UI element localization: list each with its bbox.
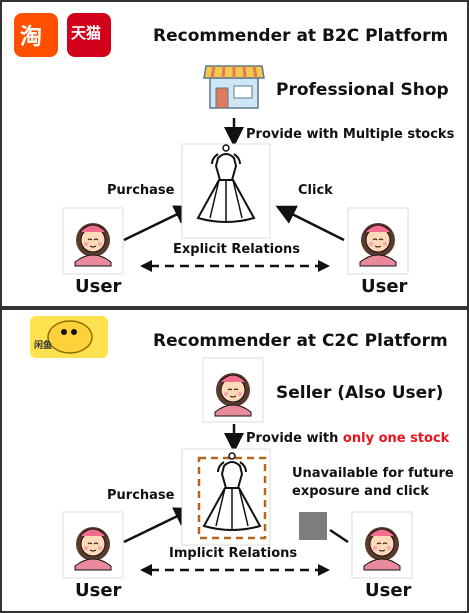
c2c-single-stock-frame	[197, 456, 267, 540]
c2c-panel	[0, 308, 469, 613]
c2c-relation-arrow-right	[318, 564, 330, 576]
c2c-user-right-label: User	[365, 580, 412, 601]
c2c-user-left-label: User	[75, 580, 122, 601]
xianyu-fish-icon	[47, 320, 93, 354]
c2c-relation-arrow-left	[140, 564, 152, 576]
taobao-logo-text: 淘	[20, 25, 43, 50]
b2c-purchase-label: Purchase	[107, 183, 175, 198]
unavailable-line-2: exposure and click	[292, 484, 430, 499]
seller-avatar	[214, 372, 252, 417]
b2c-user-right-avatar	[359, 222, 397, 267]
xianyu-logo-text: 闲鱼	[34, 341, 53, 351]
b2c-user-left-avatar	[74, 222, 112, 267]
b2c-relation-arrow-right	[318, 260, 330, 272]
c2c-purchase-arrow	[123, 507, 195, 544]
b2c-user-left-label: User	[75, 276, 122, 297]
c2c-title: Recommender at C2C Platform	[153, 331, 448, 351]
b2c-user-right-label: User	[361, 276, 408, 297]
tmall-logo	[67, 13, 111, 57]
c2c-purchase-label: Purchase	[107, 488, 175, 503]
b2c-click-label: Click	[298, 183, 333, 198]
unavailable-line-1: Unavailable for future	[292, 466, 454, 481]
c2c-provide-label: Provide with only one stock	[246, 431, 449, 446]
blocked-square	[299, 512, 327, 540]
b2c-purchase-arrow	[123, 205, 195, 242]
shop-icon	[203, 65, 265, 109]
c2c-user-left-avatar	[74, 526, 112, 571]
b2c-provide-label: Provide with Multiple stocks	[246, 127, 455, 142]
c2c-provide-prefix: Provide with	[246, 431, 343, 446]
seller-label: Seller (Also User)	[276, 383, 444, 403]
c2c-relation-label: Implicit Relations	[169, 546, 298, 561]
c2c-blocked-line	[329, 528, 349, 544]
shop-label: Professional Shop	[276, 80, 449, 100]
taobao-logo	[14, 13, 58, 57]
b2c-click-arrow	[275, 205, 345, 242]
b2c-relation-label: Explicit Relations	[173, 242, 301, 257]
b2c-title: Recommender at B2C Platform	[153, 26, 449, 46]
tmall-logo-text: 天猫	[71, 24, 102, 42]
c2c-provide-highlight: only one stock	[342, 431, 450, 446]
b2c-panel	[0, 0, 469, 308]
b2c-relation-arrow-left	[140, 260, 152, 272]
c2c-user-right-avatar	[363, 526, 401, 571]
